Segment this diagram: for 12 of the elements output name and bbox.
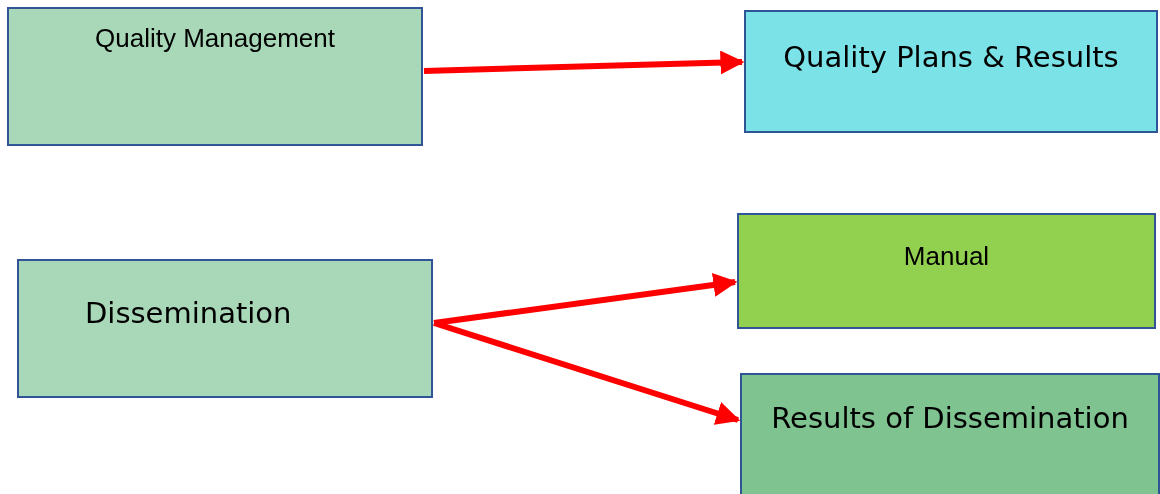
process-box (740, 373, 1160, 494)
arrow (423, 50, 745, 75)
box-label: Manual (903, 241, 990, 272)
process-box (7, 7, 423, 146)
process-box (737, 213, 1156, 329)
box-label: Dissemination (85, 296, 292, 330)
process-box (17, 259, 433, 398)
box-label: Results of Dissemination (771, 401, 1129, 435)
process-box (744, 10, 1158, 133)
box-label: Quality Plans & Results (783, 40, 1119, 74)
box-label: Quality Management (95, 23, 335, 54)
arrow (433, 273, 738, 326)
